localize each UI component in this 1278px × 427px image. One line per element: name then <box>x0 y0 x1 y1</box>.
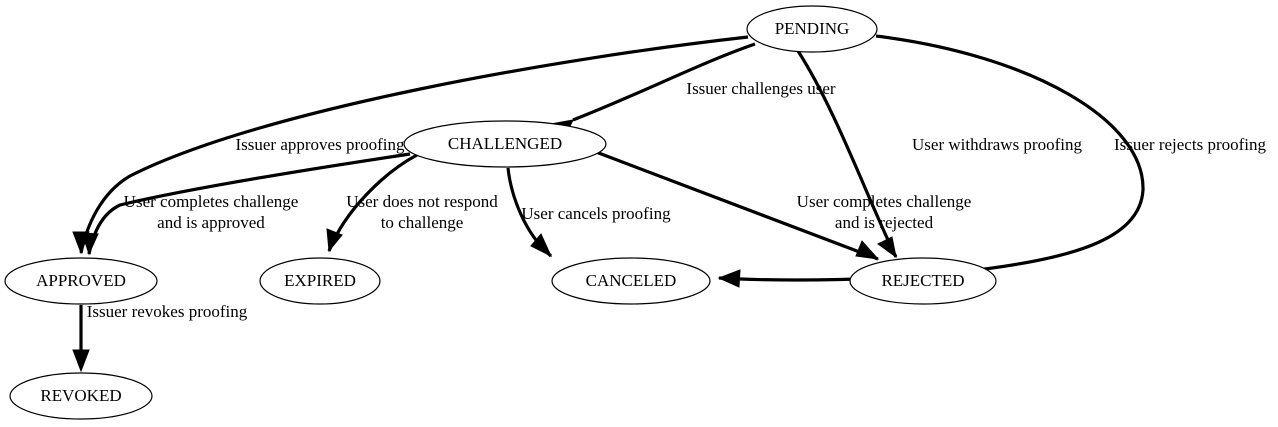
edge-path-pending-challenged <box>572 42 756 122</box>
node-label-canceled: CANCELED <box>586 271 677 290</box>
edge-pending-canceled <box>717 34 1145 288</box>
node-expired[interactable]: EXPIRED <box>259 257 381 305</box>
arrowhead-challenged-expired <box>326 228 343 253</box>
node-pending[interactable]: PENDING <box>746 5 878 53</box>
arrowhead-pending-rejected <box>877 236 897 259</box>
edge-label-pending-challenged: Issuer challenges user <box>686 79 836 98</box>
edge-pending-rejected <box>796 50 898 259</box>
edge-label-approved-revoked: Issuer revokes proofing <box>87 302 248 321</box>
node-ellipse-revoked[interactable] <box>9 372 153 420</box>
node-revoked[interactable]: REVOKED <box>9 372 153 420</box>
edge-challenged-canceled <box>506 167 553 258</box>
edge-label-challenged-canceled: User cancels proofing <box>521 204 671 223</box>
edge-path-pending-approved <box>79 35 749 254</box>
edge-approved-revoked <box>72 305 90 373</box>
node-ellipse-expired[interactable] <box>259 257 381 305</box>
node-ellipse-rejected[interactable] <box>849 257 997 305</box>
edge-challenged-expired <box>326 153 418 253</box>
node-canceled[interactable]: CANCELED <box>551 257 711 305</box>
edge-label-pending-rejected: User withdraws proofing <box>912 135 1082 154</box>
nodes-layer: PENDING CHALLENGED APPROVED EXPIRED CANCELED… <box>4 5 997 420</box>
node-challenged[interactable]: CHALLENGED <box>403 120 607 168</box>
node-ellipse-canceled[interactable] <box>551 257 711 305</box>
edge-path-challenged-approved <box>87 152 411 255</box>
node-label-revoked: REVOKED <box>40 386 121 405</box>
edge-label-pending-approved: Issuer approves proofing <box>235 135 405 154</box>
arrowhead-pending-canceled <box>717 269 741 288</box>
node-label-approved: APPROVED <box>36 271 126 290</box>
edge-path-pending-canceled <box>718 34 1145 282</box>
node-ellipse-pending[interactable] <box>746 5 878 53</box>
edge-challenged-rejected <box>595 150 880 261</box>
node-label-rejected: REJECTED <box>881 271 964 290</box>
node-ellipse-challenged[interactable] <box>403 120 607 168</box>
arrowhead-approved-revoked <box>72 349 90 373</box>
node-label-pending: PENDING <box>775 19 850 38</box>
edges-layer <box>72 34 1145 373</box>
arrowhead-challenged-rejected <box>855 240 880 260</box>
node-rejected[interactable]: REJECTED <box>849 257 997 305</box>
node-ellipse-approved[interactable] <box>4 257 158 305</box>
edge-path-pending-rejected <box>796 50 898 258</box>
node-approved[interactable]: APPROVED <box>4 257 158 305</box>
arrowhead-challenged-approved <box>81 232 99 256</box>
edge-label-pending-canceled: Issuer rejects proofing <box>1114 135 1267 154</box>
edge-path-challenged-rejected <box>595 150 879 261</box>
edge-challenged-approved <box>81 152 411 256</box>
arrowhead-challenged-canceled <box>530 233 553 258</box>
node-label-challenged: CHALLENGED <box>448 134 562 153</box>
node-label-expired: EXPIRED <box>284 271 356 290</box>
